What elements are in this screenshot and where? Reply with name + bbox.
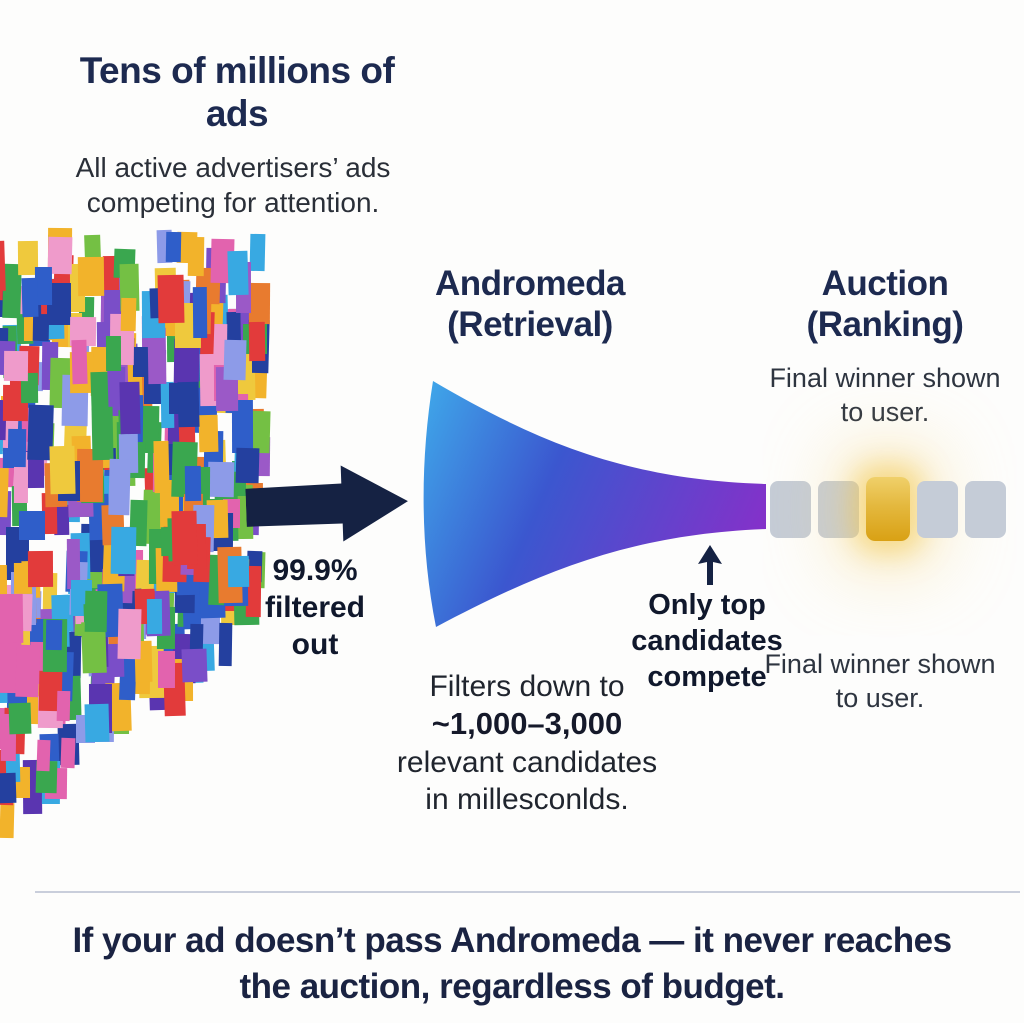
filtered-out-line: out [291, 628, 339, 662]
left-stage-title: Tens of millions of ads [79, 50, 395, 134]
retrieval-note-line: in millesconlds. [425, 782, 629, 816]
slot-row [770, 477, 1006, 541]
retrieval-note: Filters down to ~1,000–3,000 relevant ca… [377, 668, 677, 818]
footer-divider [35, 891, 1020, 893]
right-arrow-icon [245, 463, 410, 545]
up-arrow-icon [697, 545, 723, 585]
footer-message: If your ad doesn’t pass Andromeda — it n… [72, 921, 952, 1007]
ad-slot-gray [818, 480, 859, 538]
auction-title: Auction (Ranking) [806, 264, 964, 345]
filtered-out-line: 99.9% [272, 554, 358, 587]
candidates-note-line: candidates [631, 624, 783, 657]
retrieval-title: Andromeda (Retrieval) [435, 264, 625, 345]
winner-note: Final winner shown to user. [764, 649, 996, 713]
ad-slot-gray [770, 480, 811, 538]
ad-slot-gray [917, 480, 958, 538]
filtered-out-note: 99.9% filtered out [230, 552, 400, 664]
auction-subtitle: Final winner shown to user. [769, 363, 1001, 427]
candidates-note-line: compete [647, 660, 767, 693]
ad-slot-gray [965, 480, 1006, 538]
retrieval-note-line: relevant candidates [396, 745, 658, 779]
candidates-note-line: Only top [648, 589, 766, 621]
retrieval-note-range: ~1,000–3,000 [431, 706, 623, 742]
candidates-note: Only top candidates compete [612, 588, 802, 696]
left-stage-subtitle: All active advertisers’ ads competing fo… [75, 152, 391, 218]
retrieval-note-line: Filters down to [429, 670, 625, 703]
filtered-out-line: filtered [264, 591, 366, 625]
ad-slot-gold [866, 477, 910, 541]
